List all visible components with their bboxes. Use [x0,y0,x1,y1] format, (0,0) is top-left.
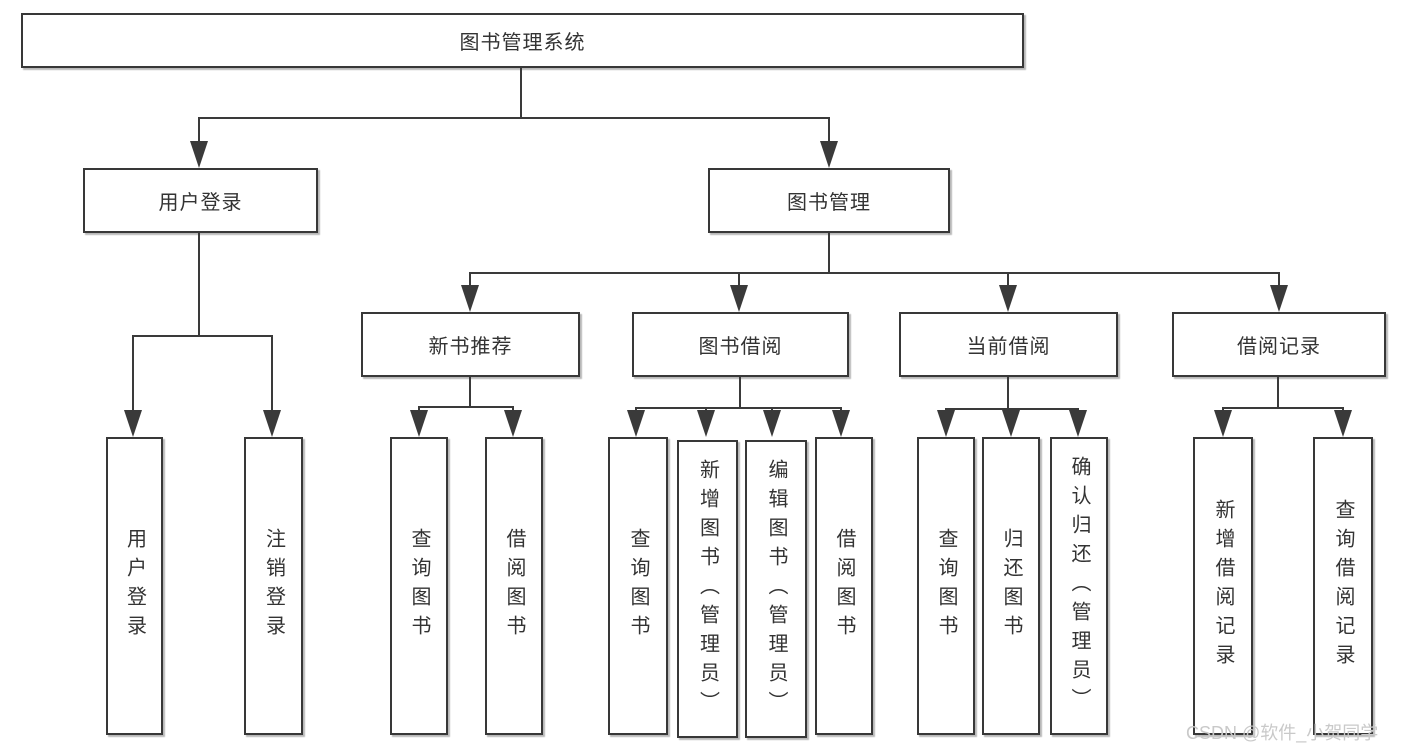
arrowhead-down-icon [190,141,208,168]
leaf-label: 借阅图书 [503,528,525,644]
leaf-query-book-1: 查询图书 [390,437,448,735]
connector-line [132,335,273,337]
leaf-label: 查询借阅记录 [1332,499,1354,673]
connector-line [198,117,830,119]
arrowhead-down-icon [697,410,715,437]
arrowhead-down-icon [410,410,428,437]
arrowhead-down-icon [627,410,645,437]
arrowhead-down-icon [937,410,955,437]
leaf-return-book: 归还图书 [982,437,1040,735]
node-label: 新书推荐 [428,336,513,358]
connector-line [520,68,522,118]
node-label: 图书管理系统 [459,32,586,54]
connector-line [738,272,740,288]
leaf-query-borrow-record: 查询借阅记录 [1313,437,1373,735]
connector-line [469,272,1280,274]
arrowhead-down-icon [1002,410,1020,437]
leaf-label: 注销登录 [262,528,285,644]
connector-line [418,406,514,408]
arrowhead-down-icon [820,141,838,168]
leaf-label: 查询图书 [408,528,430,644]
connector-line [828,117,830,145]
leaf-user-login: 用户登录 [106,437,163,735]
leaf-label: 确认归还（管理员） [1068,455,1090,717]
leaf-query-book-3: 查询图书 [917,437,975,735]
leaf-label: 归还图书 [1000,528,1022,644]
connector-line [1222,407,1344,409]
connector-line [469,377,471,407]
leaf-label: 借阅图书 [833,528,855,644]
arrowhead-down-icon [124,410,142,437]
node-book-borrow: 图书借阅 [632,312,849,377]
node-borrow-record: 借阅记录 [1172,312,1386,377]
leaf-logout: 注销登录 [244,437,303,735]
leaf-label: 新增图书（管理员） [696,458,719,720]
arrowhead-down-icon [1334,410,1352,437]
csdn-watermark: CSDN @软件_小贺同学 [1186,723,1379,743]
connector-line [271,335,273,413]
leaf-add-book-admin: 新增图书（管理员） [677,440,738,738]
connector-line [1007,272,1009,288]
leaf-label: 用户登录 [123,528,146,644]
arrowhead-down-icon [263,410,281,437]
arrowhead-down-icon [461,285,479,312]
arrowhead-down-icon [1069,410,1087,437]
connector-line [635,407,842,409]
node-new-book-recommend: 新书推荐 [361,312,580,377]
connector-line [1007,377,1009,409]
node-label: 当前借阅 [966,336,1051,358]
arrowhead-down-icon [730,285,748,312]
leaf-borrow-book-1: 借阅图书 [485,437,543,735]
arrowhead-down-icon [832,410,850,437]
connector-line [1277,377,1279,408]
leaf-add-borrow-record: 新增借阅记录 [1193,437,1253,735]
connector-line [198,233,200,335]
leaf-label: 查询图书 [935,528,957,644]
connector-line [739,377,741,408]
leaf-edit-book-admin: 编辑图书（管理员） [745,440,807,738]
node-root-library-system: 图书管理系统 [21,13,1024,68]
connector-line [1278,272,1280,288]
arrowhead-down-icon [1270,285,1288,312]
arrowhead-down-icon [504,410,522,437]
node-book-management: 图书管理 [708,168,950,233]
connector-line [132,335,134,413]
arrowhead-down-icon [763,410,781,437]
leaf-query-book-2: 查询图书 [608,437,668,735]
node-label: 图书借阅 [698,336,783,358]
leaf-label: 新增借阅记录 [1212,499,1234,673]
node-current-borrow: 当前借阅 [899,312,1118,377]
connector-line [945,408,1079,410]
node-label: 用户登录 [158,192,243,214]
leaf-confirm-return-admin: 确认归还（管理员） [1050,437,1108,735]
leaf-label: 编辑图书（管理员） [765,458,787,720]
node-user-login: 用户登录 [83,168,318,233]
node-label: 图书管理 [787,192,871,214]
connector-line [198,117,200,145]
connector-line [828,233,830,274]
leaf-label: 查询图书 [627,528,649,644]
arrowhead-down-icon [1214,410,1232,437]
leaf-borrow-book-2: 借阅图书 [815,437,873,735]
connector-line [469,272,471,288]
node-label: 借阅记录 [1237,336,1321,358]
arrowhead-down-icon [999,285,1017,312]
